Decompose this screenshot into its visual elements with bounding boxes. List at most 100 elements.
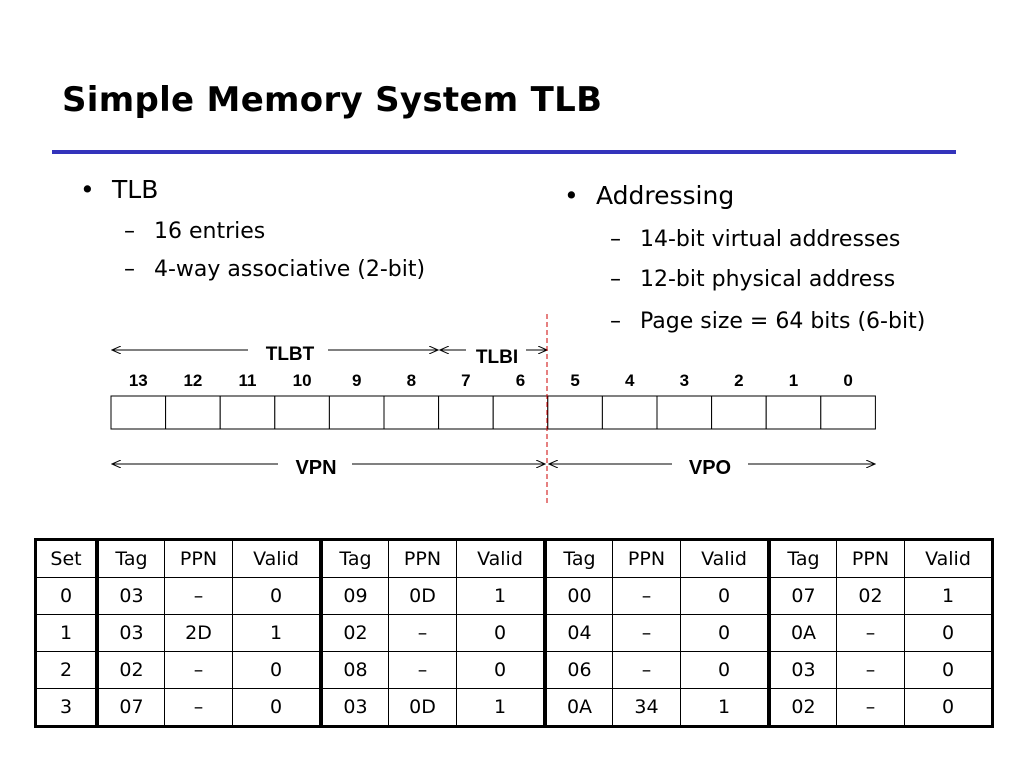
table-cell: 1 <box>680 688 770 727</box>
table-cell: – <box>388 651 457 689</box>
table-cell: 07 <box>767 577 837 615</box>
table-cell: 09 <box>319 577 389 615</box>
bit-number: 11 <box>239 371 257 390</box>
dash-mark: – <box>610 267 621 292</box>
table-cell: – <box>164 688 233 727</box>
bit-box <box>492 395 549 430</box>
bullet-dot: • <box>564 181 579 210</box>
tlbt-label: TLBT <box>266 344 315 365</box>
addressing-item-physical: 12-bit physical address <box>640 267 896 292</box>
table-cell: 34 <box>612 688 681 727</box>
tlbi-label: TLBI <box>476 347 518 368</box>
table-cell: 0D <box>388 577 457 615</box>
addressing-item-pagesize: Page size = 64 bits (6-bit) <box>640 309 926 334</box>
bit-number: 6 <box>516 371 525 390</box>
table-cell: 2 <box>35 651 98 689</box>
column-header-tag: Tag <box>319 539 389 578</box>
bit-number: 8 <box>407 371 416 390</box>
bit-number: 0 <box>843 371 852 390</box>
vpn-label: VPN <box>295 457 336 479</box>
table-cell: 02 <box>767 688 837 727</box>
table-cell: – <box>836 651 905 689</box>
table-cell: 0 <box>904 651 993 689</box>
table-cell: – <box>164 577 233 615</box>
table-cell: 0 <box>232 651 322 689</box>
bullet-dot: • <box>80 175 95 204</box>
table-cell: 03 <box>767 651 837 689</box>
table-cell: 1 <box>35 614 98 652</box>
bit-number: 9 <box>352 371 361 390</box>
table-cell: 0A <box>767 614 837 652</box>
column-header-ppn: PPN <box>612 539 681 578</box>
table-cell: 0 <box>232 688 322 727</box>
table-cell: 2D <box>164 614 233 652</box>
dash-mark: – <box>124 219 135 244</box>
table-cell: 06 <box>543 651 613 689</box>
table-cell: 0 <box>456 614 546 652</box>
table-cell: – <box>164 651 233 689</box>
table-cell: 08 <box>319 651 389 689</box>
slide-title: Simple Memory System TLB <box>62 80 603 120</box>
table-cell: 02 <box>836 577 905 615</box>
bit-number: 10 <box>293 371 312 390</box>
column-header-ppn: PPN <box>164 539 233 578</box>
addressing-bullet: • Addressing <box>564 181 735 210</box>
table-cell: 1 <box>232 614 322 652</box>
bit-box <box>656 395 713 430</box>
bit-box <box>547 395 603 430</box>
table-cell: – <box>388 614 457 652</box>
column-header-ppn: PPN <box>836 539 905 578</box>
column-header-set: Set <box>35 539 98 578</box>
table-cell: 0 <box>680 577 770 615</box>
table-cell: 1 <box>456 688 546 727</box>
bit-box <box>820 395 876 430</box>
table-cell: 0 <box>904 614 993 652</box>
bit-box <box>765 395 822 430</box>
table-cell: 0 <box>232 577 322 615</box>
table-cell: 07 <box>95 688 165 727</box>
table-cell: 0 <box>904 688 993 727</box>
table-cell: 0D <box>388 688 457 727</box>
table-cell: 0 <box>680 651 770 689</box>
dash-mark: – <box>610 227 621 252</box>
vpo-label: VPO <box>689 457 731 479</box>
table-cell: 0A <box>543 688 613 727</box>
table-cell: 0 <box>680 614 770 652</box>
column-header-valid: Valid <box>232 539 322 578</box>
addressing-heading: Addressing <box>596 181 735 210</box>
bit-box <box>383 395 440 430</box>
bit-number: 13 <box>129 371 148 390</box>
bit-number: 7 <box>461 371 470 390</box>
table-cell: 03 <box>319 688 389 727</box>
bit-box <box>711 395 767 430</box>
bit-box <box>219 395 276 430</box>
bit-box <box>438 395 494 430</box>
column-header-valid: Valid <box>456 539 546 578</box>
column-header-ppn: PPN <box>388 539 457 578</box>
table-cell: 04 <box>543 614 613 652</box>
column-header-tag: Tag <box>543 539 613 578</box>
bit-number: 12 <box>183 371 202 390</box>
addressing-item: – Page size = 64 bits (6-bit) <box>610 309 926 334</box>
table-cell: 03 <box>95 614 165 652</box>
table-cell: 3 <box>35 688 98 727</box>
bit-box <box>165 395 221 430</box>
tlb-item: – 4-way associative (2-bit) <box>124 257 425 282</box>
bit-number: 3 <box>680 371 689 390</box>
column-header-tag: Tag <box>767 539 837 578</box>
table-cell: 1 <box>904 577 993 615</box>
table-cell: 0 <box>35 577 98 615</box>
bit-number: 1 <box>789 371 798 390</box>
tlb-item-entries: 16 entries <box>154 219 266 244</box>
tlb-item: – 16 entries <box>124 219 266 244</box>
bit-box <box>110 395 167 430</box>
bit-box <box>601 395 658 430</box>
dash-mark: – <box>610 309 621 334</box>
table-cell: 0 <box>456 651 546 689</box>
